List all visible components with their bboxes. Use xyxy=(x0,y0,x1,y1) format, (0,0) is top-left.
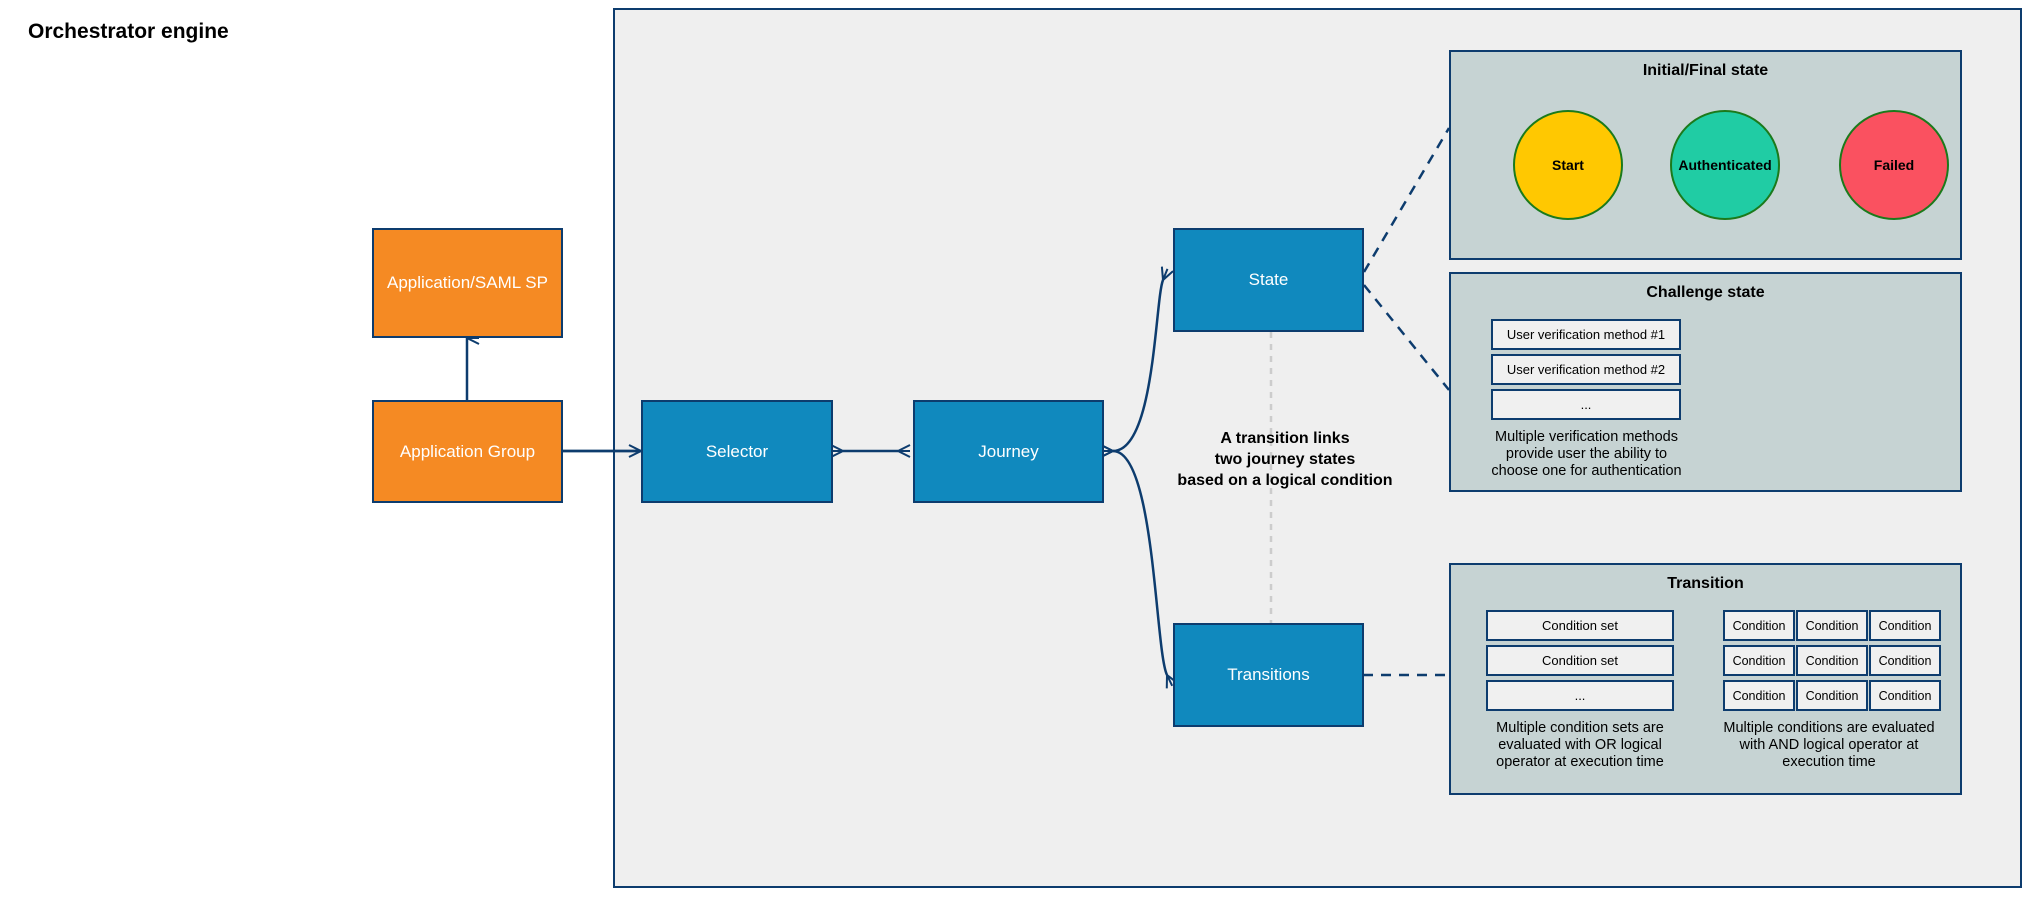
verification-method-item[interactable]: User verification method #2 xyxy=(1491,354,1681,385)
condition-cell[interactable]: Condition xyxy=(1796,680,1868,711)
panel-challenge-state-title: Challenge state xyxy=(1646,284,1765,301)
condition-set-item-label: ... xyxy=(1574,688,1586,703)
transition-caption-left: Multiple condition sets are evaluated wi… xyxy=(1479,720,1681,771)
node-application-saml-sp-label: Application/SAML SP xyxy=(387,273,548,293)
transition-caption-right: Multiple conditions are evaluated with A… xyxy=(1709,720,1949,771)
condition-cell[interactable]: Condition xyxy=(1723,680,1795,711)
transition-caption-right-line-3: execution time xyxy=(1782,754,1876,771)
condition-set-item[interactable]: Condition set xyxy=(1486,610,1674,641)
panel-challenge-state: Challenge state User verification method… xyxy=(1449,272,1962,492)
state-circle-authenticated-label: Authenticated xyxy=(1678,157,1772,173)
panel-transition: Transition Condition set Condition set .… xyxy=(1449,563,1962,795)
condition-cell-label: Condition xyxy=(1805,618,1859,633)
condition-cell[interactable]: Condition xyxy=(1869,680,1941,711)
orchestrator-engine-title: Orchestrator engine xyxy=(28,20,229,43)
state-circle-failed[interactable]: Failed xyxy=(1839,110,1949,220)
node-selector-label: Selector xyxy=(705,441,769,461)
transition-caption-left-line-3: operator at execution time xyxy=(1496,754,1664,771)
condition-set-item-label: Condition set xyxy=(1542,653,1618,668)
condition-cell-label: Condition xyxy=(1878,688,1932,703)
panel-initial-final-state: Initial/Final state Start Authenticated … xyxy=(1449,50,1962,260)
node-state[interactable]: State xyxy=(1173,228,1364,332)
panel-initial-final-state-title: Initial/Final state xyxy=(1642,62,1769,79)
transition-annotation-line-1: A transition links xyxy=(1220,430,1350,447)
verification-method-item-label: User verification method #2 xyxy=(1506,362,1666,377)
condition-cell-label: Condition xyxy=(1732,653,1786,668)
transition-caption-left-line-2: evaluated with OR logical xyxy=(1498,737,1662,754)
transition-annotation-line-3: based on a logical condition xyxy=(1177,472,1393,490)
verification-method-item[interactable]: User verification method #1 xyxy=(1491,319,1681,350)
node-journey[interactable]: Journey xyxy=(913,400,1104,503)
challenge-state-caption-line-1: Multiple verification methods xyxy=(1495,429,1678,445)
state-circle-authenticated[interactable]: Authenticated xyxy=(1670,110,1780,220)
node-application-saml-sp[interactable]: Application/SAML SP xyxy=(372,228,563,338)
state-circle-start-label: Start xyxy=(1552,157,1584,173)
condition-set-item[interactable]: Condition set xyxy=(1486,645,1674,676)
node-selector[interactable]: Selector xyxy=(641,400,833,503)
condition-cell[interactable]: Condition xyxy=(1796,645,1868,676)
panel-transition-title: Transition xyxy=(1667,575,1744,592)
condition-cell[interactable]: Condition xyxy=(1796,610,1868,641)
transition-caption-right-line-2: with AND logical operator at xyxy=(1739,737,1919,754)
condition-cell[interactable]: Condition xyxy=(1723,610,1795,641)
condition-cell-label: Condition xyxy=(1805,653,1859,668)
condition-set-item-label: Condition set xyxy=(1542,618,1618,633)
node-journey-label: Journey xyxy=(978,441,1039,461)
condition-cell[interactable]: Condition xyxy=(1723,645,1795,676)
node-state-label: State xyxy=(1248,270,1289,290)
challenge-state-caption: Multiple verification methods provide us… xyxy=(1479,429,1694,480)
transition-annotation: A transition links two journey states ba… xyxy=(1155,428,1415,491)
condition-cell[interactable]: Condition xyxy=(1869,610,1941,641)
challenge-state-caption-line-2: provide user the ability to xyxy=(1505,446,1668,463)
condition-cell-label: Condition xyxy=(1732,688,1786,703)
transition-caption-left-line-1: Multiple condition sets are xyxy=(1496,720,1664,736)
node-transitions[interactable]: Transitions xyxy=(1173,623,1364,727)
verification-method-item[interactable]: ... xyxy=(1491,389,1681,420)
transition-caption-right-line-1: Multiple conditions are evaluated xyxy=(1723,720,1935,736)
condition-set-item[interactable]: ... xyxy=(1486,680,1674,711)
condition-cell-label: Condition xyxy=(1878,653,1932,668)
state-circle-failed-label: Failed xyxy=(1873,157,1915,173)
condition-cell-label: Condition xyxy=(1878,618,1932,633)
condition-cell-label: Condition xyxy=(1805,688,1859,703)
challenge-state-caption-line-3: choose one for authentication xyxy=(1491,463,1682,480)
state-circle-start[interactable]: Start xyxy=(1513,110,1623,220)
verification-method-item-label: User verification method #1 xyxy=(1506,327,1666,342)
node-transitions-label: Transitions xyxy=(1227,665,1310,685)
transition-annotation-line-2: two journey states xyxy=(1214,451,1356,469)
verification-method-item-label: ... xyxy=(1580,397,1592,412)
condition-cell-label: Condition xyxy=(1732,618,1786,633)
node-application-group-label: Application Group xyxy=(399,441,536,461)
node-application-group[interactable]: Application Group xyxy=(372,400,563,503)
condition-cell[interactable]: Condition xyxy=(1869,645,1941,676)
